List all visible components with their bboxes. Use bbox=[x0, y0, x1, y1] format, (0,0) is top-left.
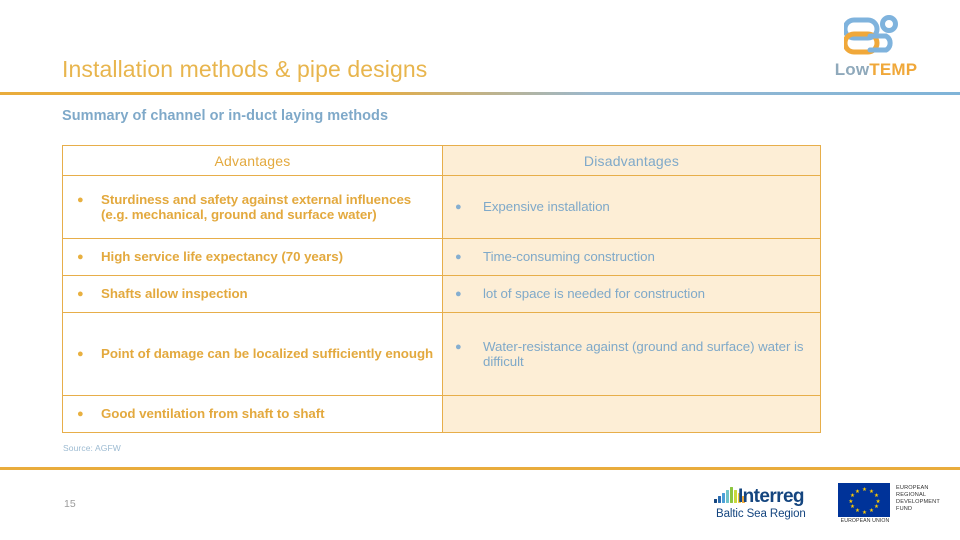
advantage-cell: ● Shafts allow inspection bbox=[62, 275, 443, 313]
advantage-text: High service life expectancy (70 years) bbox=[101, 249, 343, 264]
eu-logo: ★ ★ ★ ★ ★ ★ ★ ★ ★ ★ ★ ★ EUROPEAN UNION E… bbox=[838, 483, 952, 529]
table-header-row: Advantages Disadvantages bbox=[62, 145, 821, 176]
column-header-advantages: Advantages bbox=[62, 145, 443, 176]
page-number: 15 bbox=[64, 498, 76, 510]
advantage-text: Point of damage can be localized suffici… bbox=[101, 346, 434, 361]
bullet-icon: ● bbox=[455, 251, 462, 263]
section-subtitle: Summary of channel or in-duct laying met… bbox=[62, 108, 389, 124]
header-divider-rule bbox=[0, 92, 960, 95]
bullet-icon: ● bbox=[77, 408, 84, 420]
page-title: Installation methods & pipe designs bbox=[62, 56, 428, 82]
interreg-logo: Interreg Baltic Sea Region bbox=[712, 484, 830, 526]
lowtemp-wordmark-low: Low bbox=[834, 60, 870, 79]
table-row: ● Good ventilation from shaft to shaft bbox=[62, 395, 821, 433]
lowtemp-wordmark-temp: TEMP bbox=[869, 60, 918, 79]
table-row: ● High service life expectancy (70 years… bbox=[62, 238, 821, 276]
lowtemp-wordmark: LowTEMP bbox=[820, 60, 932, 80]
advantage-text: Sturdiness and safety against external i… bbox=[101, 191, 412, 223]
interreg-bars-icon bbox=[714, 486, 748, 503]
eu-fund-line-2: REGIONAL bbox=[896, 492, 927, 498]
bullet-icon: ● bbox=[455, 340, 462, 353]
disadvantage-cell: ● Water-resistance against (ground and s… bbox=[442, 312, 821, 396]
bullet-icon: ● bbox=[77, 348, 84, 360]
column-header-disadvantages: Disadvantages bbox=[442, 145, 821, 176]
bullet-icon: ● bbox=[77, 288, 84, 300]
eu-fund-label: EUROPEAN REGIONAL DEVELOPMENT FUND bbox=[896, 485, 940, 513]
advantage-text: Shafts allow inspection bbox=[101, 286, 248, 301]
table-row: ● Sturdiness and safety against external… bbox=[62, 175, 821, 239]
disadvantage-text: lot of space is needed for construction bbox=[483, 286, 706, 301]
bullet-icon: ● bbox=[455, 201, 462, 213]
advantage-cell: ● Point of damage can be localized suffi… bbox=[62, 312, 443, 396]
disadvantage-cell: ● lot of space is needed for constructio… bbox=[442, 275, 821, 313]
eu-fund-line-1: EUROPEAN bbox=[896, 485, 929, 491]
table-row: ● Shafts allow inspection ● lot of space… bbox=[62, 275, 821, 313]
source-note: Source: AGFW bbox=[63, 443, 121, 453]
disadvantage-cell: ● Time-consuming construction bbox=[442, 238, 821, 276]
disadvantage-text: Expensive installation bbox=[483, 199, 610, 214]
advantage-cell: ● High service life expectancy (70 years… bbox=[62, 238, 443, 276]
footer-logos: Interreg Baltic Sea Region ★ ★ ★ ★ ★ ★ ★… bbox=[712, 482, 952, 530]
table-row: ● Point of damage can be localized suffi… bbox=[62, 312, 821, 396]
bullet-icon: ● bbox=[455, 288, 462, 300]
advantage-cell: ● Good ventilation from shaft to shaft bbox=[62, 395, 443, 433]
interreg-name: Interreg bbox=[738, 486, 805, 507]
disadvantage-cell-empty bbox=[442, 395, 821, 433]
bullet-icon: ● bbox=[77, 251, 84, 263]
eu-fund-line-4: FUND bbox=[896, 506, 913, 512]
footer-divider-rule bbox=[0, 467, 960, 470]
slide-header: Installation methods & pipe designs LowT… bbox=[0, 0, 960, 95]
eu-flag-icon: ★ ★ ★ ★ ★ ★ ★ ★ ★ ★ ★ ★ bbox=[838, 483, 890, 517]
advantage-cell: ● Sturdiness and safety against external… bbox=[62, 175, 443, 239]
lowtemp-logo: LowTEMP bbox=[820, 14, 932, 86]
lowtemp-mark-icon bbox=[844, 15, 898, 55]
eu-union-label: EUROPEAN UNION bbox=[840, 518, 890, 524]
advantage-text: Good ventilation from shaft to shaft bbox=[101, 406, 325, 421]
eu-fund-line-3: DEVELOPMENT bbox=[896, 499, 940, 505]
interreg-region: Baltic Sea Region bbox=[716, 508, 806, 520]
bullet-icon: ● bbox=[77, 193, 84, 206]
disadvantage-text: Time-consuming construction bbox=[483, 249, 655, 264]
advantages-disadvantages-table: Advantages Disadvantages ● Sturdiness an… bbox=[62, 145, 821, 433]
disadvantage-cell: ● Expensive installation bbox=[442, 175, 821, 239]
disadvantage-text: Water-resistance against (ground and sur… bbox=[483, 338, 804, 370]
